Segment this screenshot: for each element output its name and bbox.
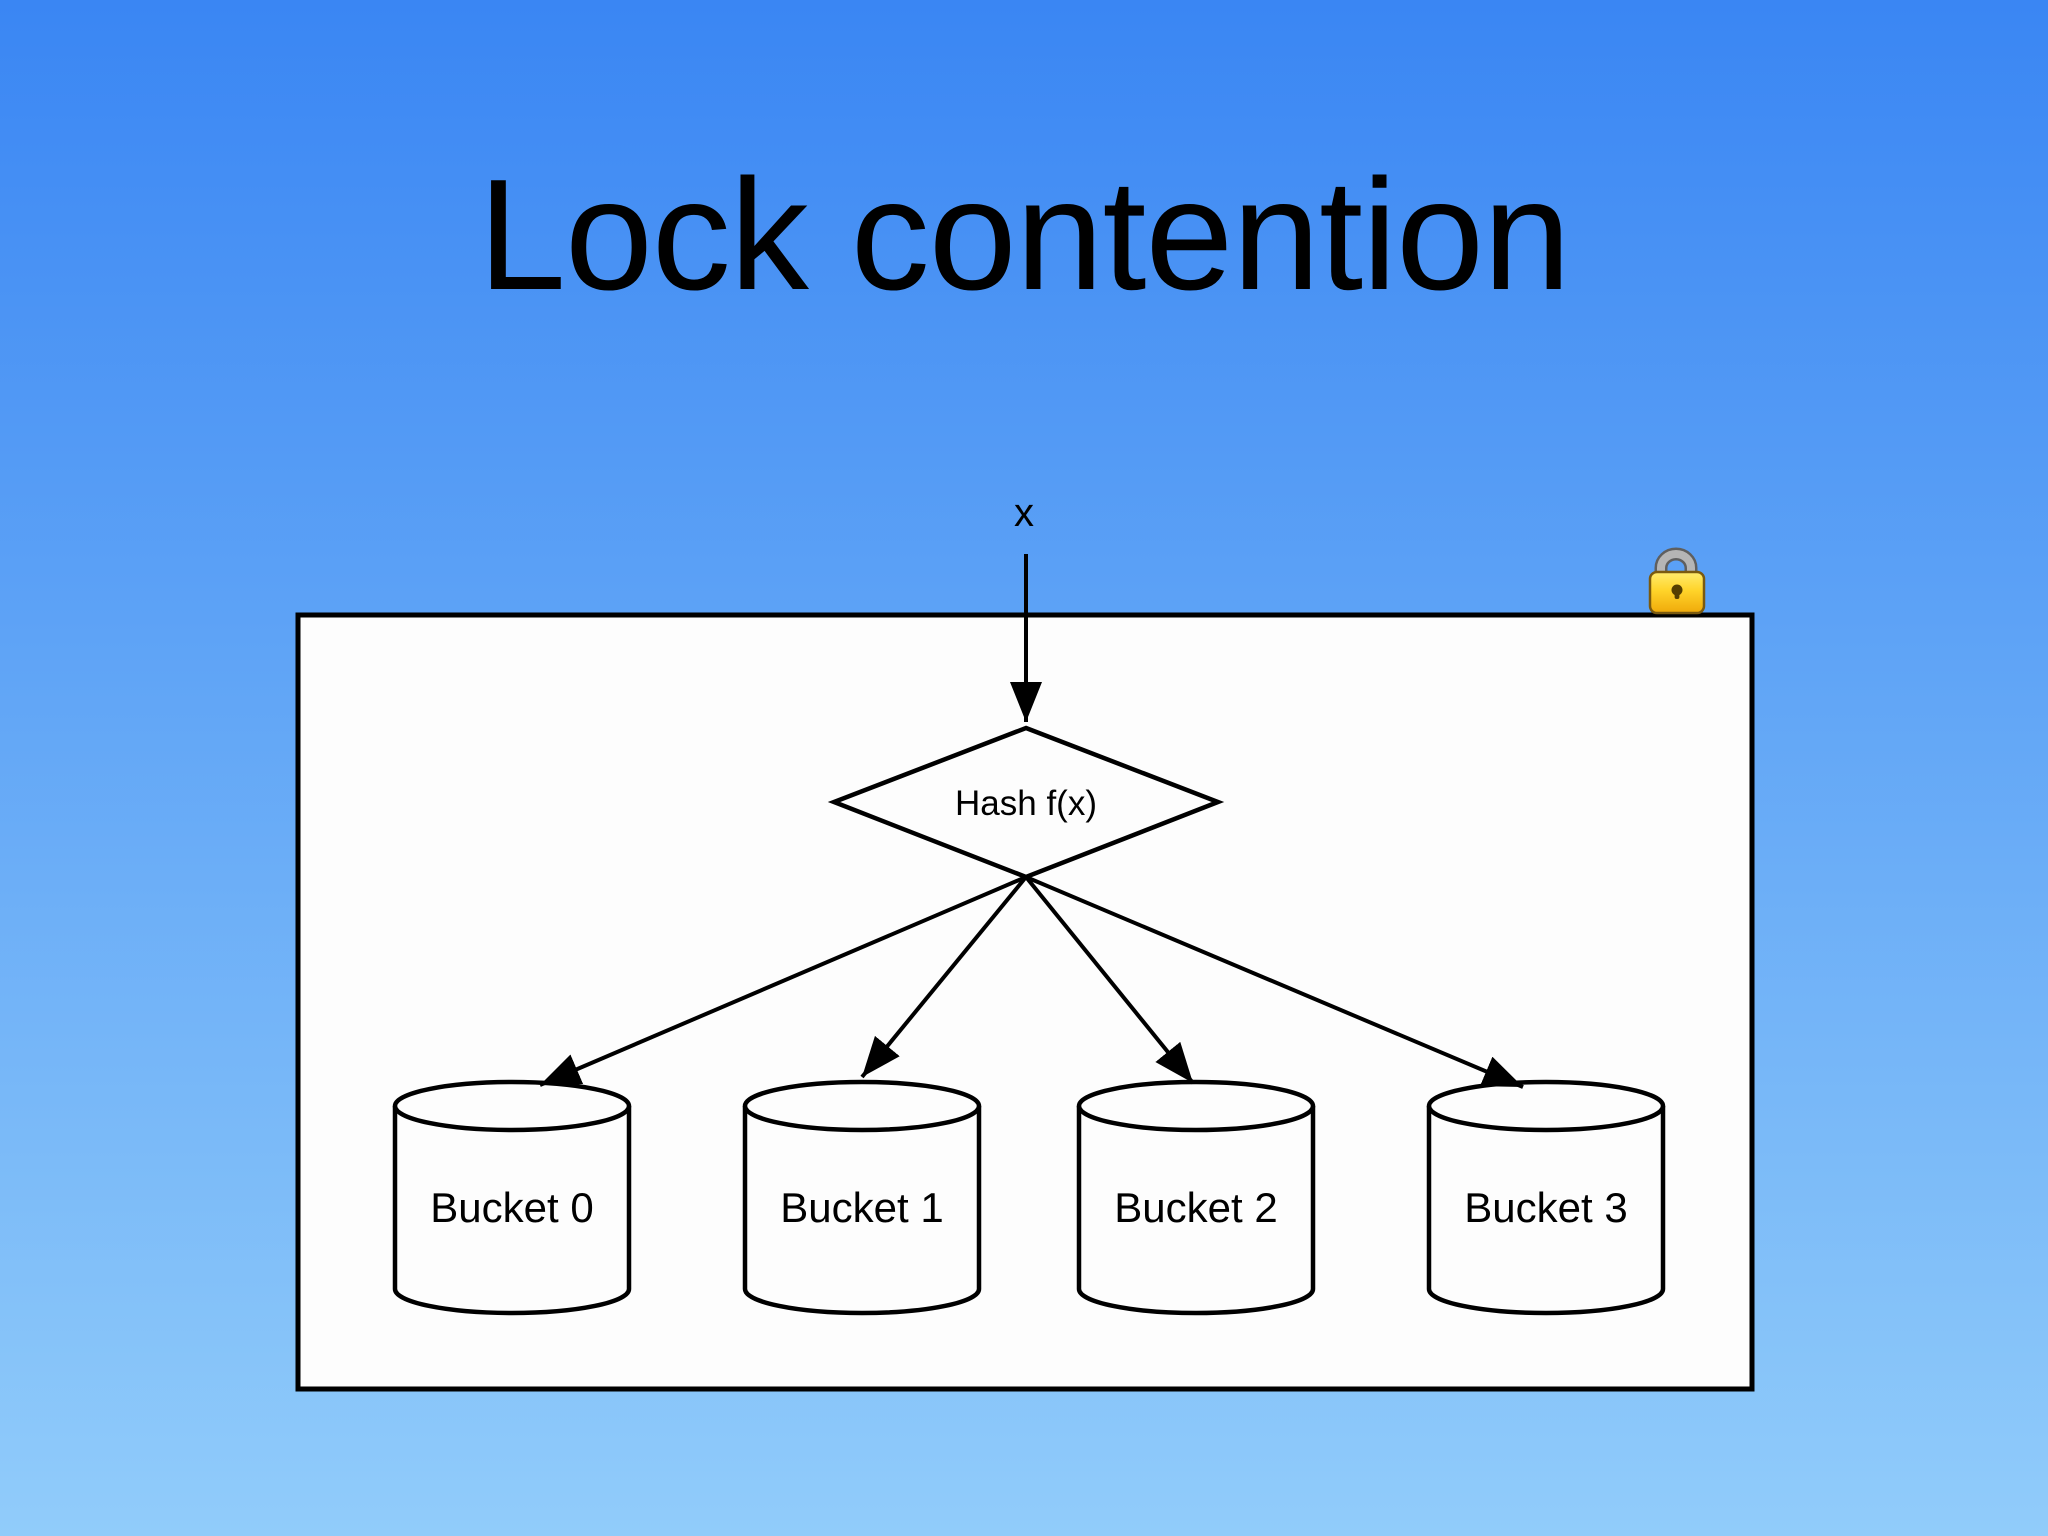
bucket-3-top — [1426, 1079, 1666, 1133]
bucket-3-label: Bucket 3 — [1464, 1184, 1627, 1231]
bucket-1-body — [742, 1106, 982, 1316]
bucket-0-label: Bucket 0 — [430, 1184, 593, 1231]
slide-title: Lock contention — [478, 147, 1571, 323]
bucket-1-top — [742, 1079, 982, 1133]
lock-keyhole-stem — [1674, 590, 1680, 599]
bucket-2-label: Bucket 2 — [1114, 1184, 1277, 1231]
arrow-to-bucket-2 — [1024, 875, 1195, 1085]
bucket-2-cylinder: Bucket 2 — [1076, 1079, 1316, 1316]
bucket-1-label: Bucket 1 — [780, 1184, 943, 1231]
arrow-to-bucket-1 — [860, 875, 1028, 1079]
bucket-3-cylinder: Bucket 3 — [1426, 1079, 1666, 1316]
input-label: x — [1014, 491, 1034, 535]
bucket-2-top — [1076, 1079, 1316, 1133]
arrow-to-bucket-0 — [539, 875, 1027, 1087]
bucket-2-body — [1076, 1106, 1316, 1316]
bucket-3-body — [1426, 1106, 1666, 1316]
bucket-0-cylinder: Bucket 0 — [392, 1079, 632, 1316]
hash-label: Hash f(x) — [955, 784, 1097, 823]
arrow-to-bucket-3 — [1025, 875, 1524, 1089]
lock-icon — [1648, 547, 1706, 615]
lock-shackle — [1657, 550, 1695, 574]
bucket-1-cylinder: Bucket 1 — [742, 1079, 982, 1316]
bucket-0-top — [392, 1079, 632, 1133]
bucket-0-body — [392, 1106, 632, 1316]
